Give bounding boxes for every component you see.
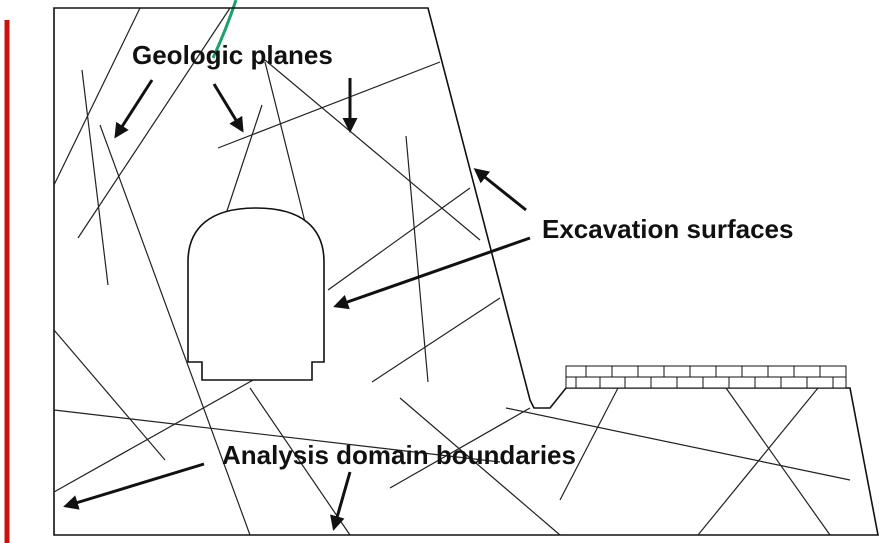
geologic-planes	[53, 7, 851, 536]
arrow-icon	[114, 79, 154, 139]
brick-wall-icon	[565, 365, 847, 389]
analysis-domain-boundaries-label: Analysis domain boundaries	[222, 440, 576, 470]
excavation-surfaces-label: Excavation surfaces	[542, 214, 793, 244]
arrow-icon	[63, 462, 205, 510]
geologic-planes-label: Geologic planes	[132, 40, 333, 70]
excavation-tunnel	[187, 207, 325, 381]
annotation-arrows	[63, 78, 531, 531]
arrow-icon	[473, 168, 527, 212]
top-green-accent	[211, 0, 238, 59]
arrow-icon	[212, 83, 244, 133]
arrow-icon	[333, 236, 531, 310]
arrow-icon	[330, 471, 352, 531]
domain-boundary	[53, 7, 879, 536]
